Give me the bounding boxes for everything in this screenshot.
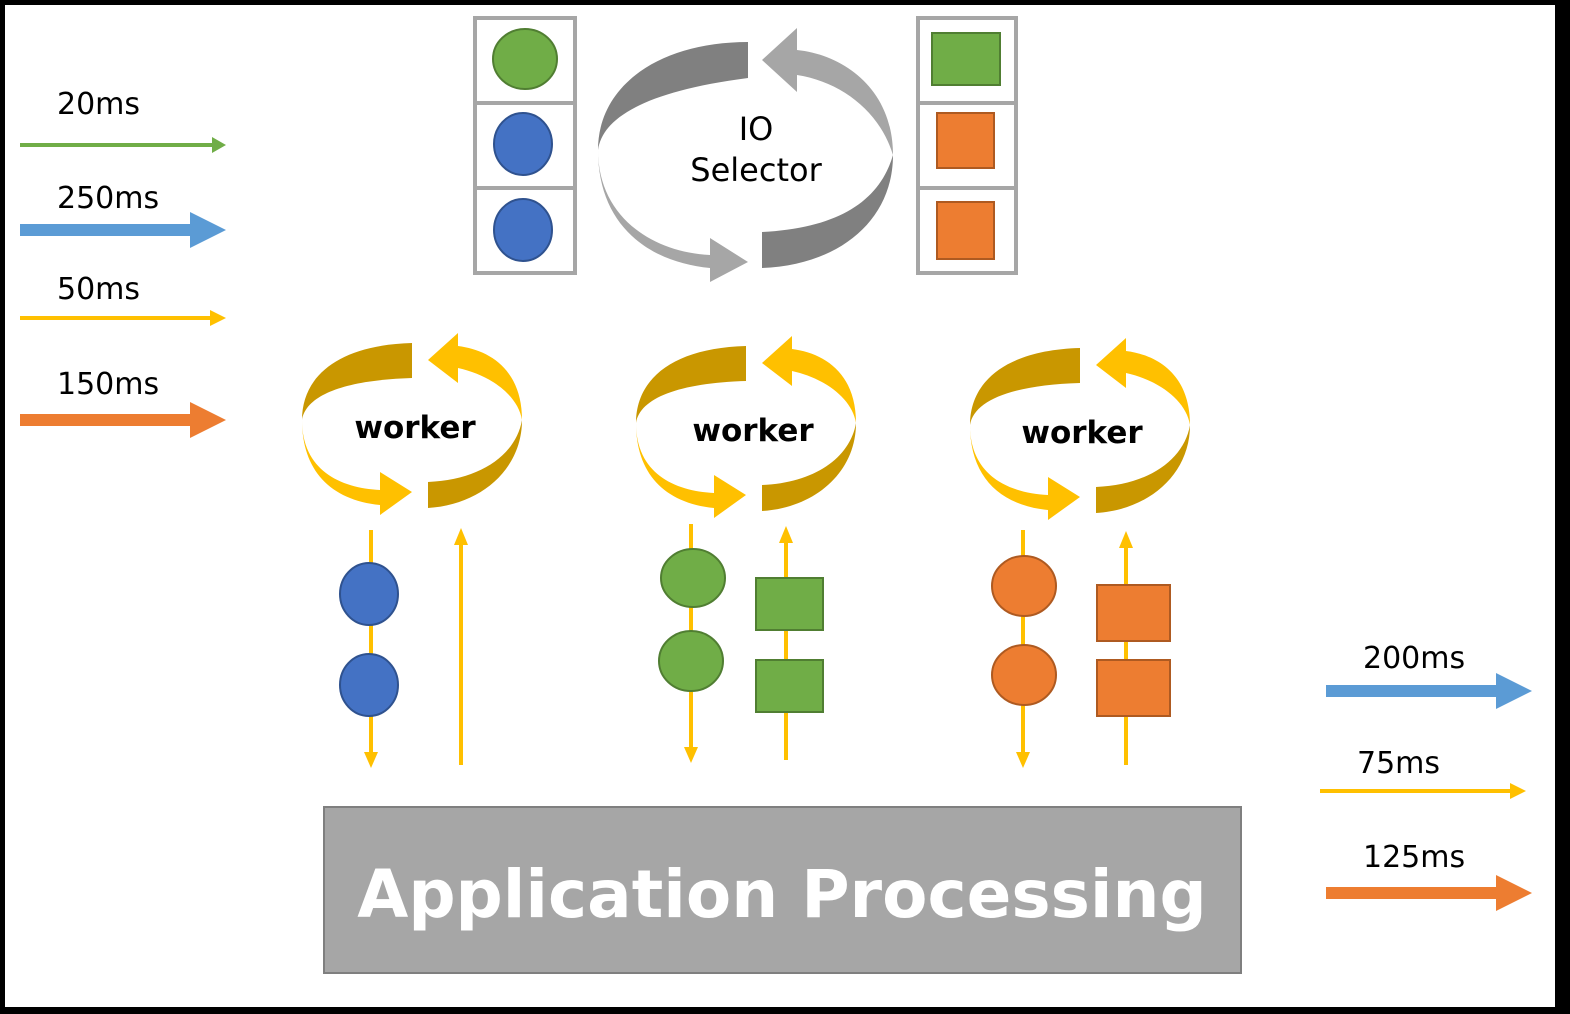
incoming-label-2: 50ms [57, 272, 140, 307]
outgoing-label-2: 125ms [1363, 840, 1465, 875]
queue-green-square [931, 32, 1001, 86]
queue-orange-square [936, 112, 995, 169]
application-processing-label: Application Processing [357, 856, 1207, 933]
incoming-arrow-2 [20, 310, 226, 326]
worker-1: worker [302, 333, 522, 768]
incoming-label-3: 150ms [57, 367, 159, 402]
queue-blue-circle [493, 198, 553, 262]
incoming-arrow-3 [20, 402, 226, 438]
selector-output-queue [916, 16, 1018, 275]
outgoing-arrow-2 [1326, 875, 1532, 911]
outgoing-arrow-1 [1320, 783, 1526, 799]
io-selector-label-line1: IO [739, 110, 774, 148]
blue-circle-item [339, 562, 399, 626]
outgoing-label-0: 200ms [1363, 641, 1465, 676]
green-circle-item [658, 630, 724, 692]
io-selector-label-line2: Selector [690, 151, 822, 189]
worker-cycle-icon [636, 336, 856, 518]
outgoing-arrow-0 [1326, 673, 1532, 709]
incoming-legend: 20ms 250ms 50ms 150ms [20, 87, 226, 438]
worker-cycle-icon [302, 333, 522, 515]
worker-2: worker [636, 336, 856, 763]
orange-square-item [1096, 659, 1171, 717]
worker-label: worker [692, 413, 814, 449]
green-circle-item [660, 548, 726, 608]
worker-label: worker [1021, 415, 1143, 451]
worker-cycle-icon [970, 338, 1190, 520]
orange-square-item [1096, 584, 1171, 642]
worker-3: worker [970, 338, 1190, 768]
outgoing-legend: 200ms 75ms 125ms [1320, 641, 1532, 911]
queue-orange-square [936, 201, 995, 260]
outgoing-label-1: 75ms [1357, 746, 1440, 781]
queue-blue-circle [493, 112, 553, 176]
incoming-arrow-0 [20, 137, 226, 153]
orange-circle-item [991, 555, 1057, 617]
incoming-label-0: 20ms [57, 87, 140, 122]
incoming-arrow-1 [20, 212, 226, 248]
queue-green-circle [492, 28, 558, 90]
green-square-item [755, 659, 824, 713]
orange-circle-item [991, 644, 1057, 706]
io-selector-cycle-icon: IO Selector [598, 28, 893, 282]
selector-input-queue [473, 16, 577, 275]
blue-circle-item [339, 653, 399, 717]
incoming-label-1: 250ms [57, 181, 159, 216]
worker-label: worker [354, 410, 476, 446]
application-processing-box: Application Processing [323, 806, 1242, 974]
green-square-item [755, 577, 824, 631]
